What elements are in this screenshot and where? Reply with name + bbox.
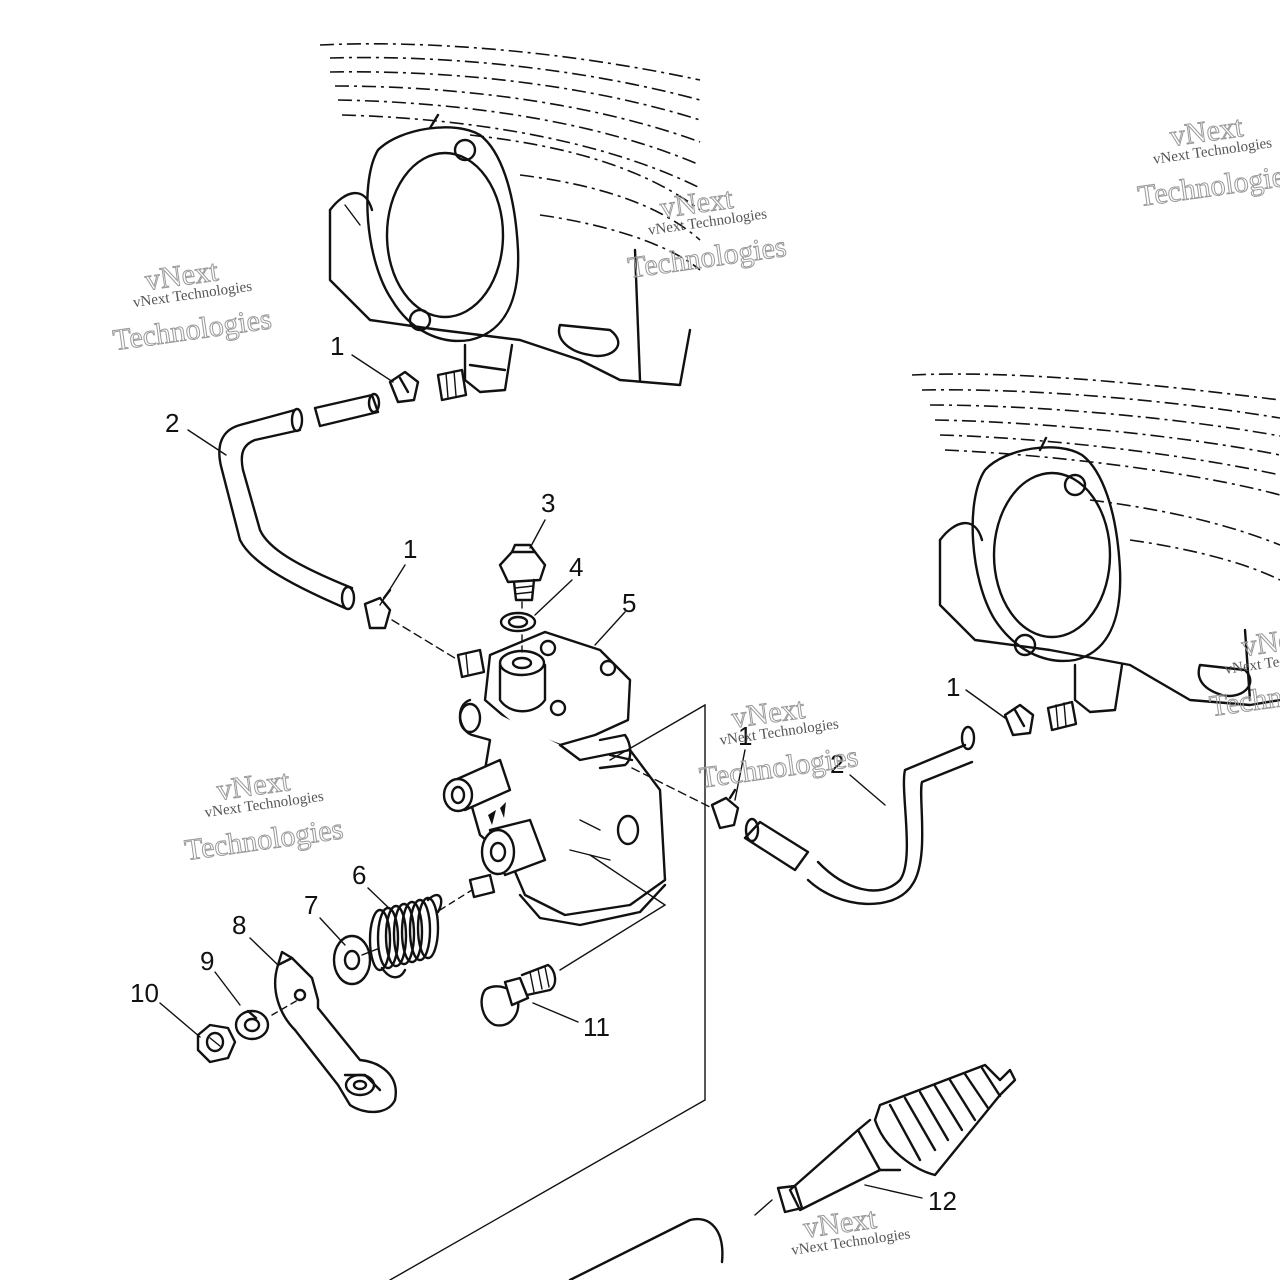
callout-11: 11 <box>583 1012 610 1042</box>
drive-shaft-12 <box>754 1063 1017 1216</box>
svg-text:vNext: vNext <box>286 1274 364 1280</box>
callout-2-left: 2 <box>165 408 179 438</box>
lower-tube <box>389 1099 724 1280</box>
callout-1-right-pump: 1 <box>738 721 752 751</box>
upper-left-hose-assembly <box>218 368 486 679</box>
watermark-middle-right: vNext vNext Technologies Technologies <box>1207 620 1280 724</box>
washer-4 <box>499 611 537 633</box>
callout-10: 10 <box>130 978 159 1008</box>
watermark-bottom-left: vNext vNext Technologies <box>286 1274 365 1280</box>
callout-2-right: 2 <box>830 749 844 779</box>
callout-7: 7 <box>304 890 318 920</box>
watermark-top-right: vNext vNext Technologies Technologies <box>1135 110 1280 214</box>
lock-washer-9 <box>234 1009 270 1041</box>
callout-12: 12 <box>928 1186 957 1216</box>
callout-6: 6 <box>352 860 366 890</box>
callout-4: 4 <box>569 552 583 582</box>
watermark-top-left: vNext vNext Technologies Technologies <box>110 254 274 358</box>
watermark-top-center: vNext vNext Technologies Technologies <box>625 181 789 285</box>
spring-6 <box>368 889 473 979</box>
lever-arm-8 <box>271 950 397 1114</box>
right-hose-assembly <box>710 700 1078 906</box>
oil-pump-body <box>442 630 713 1101</box>
screw-11 <box>480 963 557 1027</box>
upper-cylinder <box>319 42 701 394</box>
watermark-group: vNext vNext Technologies Technologies vN… <box>110 110 1280 1280</box>
callout-3: 3 <box>541 488 555 518</box>
callout-5: 5 <box>622 588 636 618</box>
callout-1-right: 1 <box>946 672 960 702</box>
callout-1-top: 1 <box>330 331 344 361</box>
svg-text:Technologies: Technologies <box>1208 668 1280 723</box>
callout-labels: 1 2 1 3 4 5 1 1 2 6 7 8 9 10 11 12 <box>130 331 960 1216</box>
callout-1-middle: 1 <box>403 534 417 564</box>
washer-7 <box>332 934 381 986</box>
leader-lines <box>159 354 1006 1199</box>
watermark-middle-left: vNext vNext Technologies Technologies <box>182 764 346 868</box>
bolt-3 <box>498 543 547 656</box>
nut-10 <box>196 1023 237 1064</box>
callout-9: 9 <box>200 946 214 976</box>
callout-8: 8 <box>232 910 246 940</box>
lower-right-cylinder <box>911 373 1280 714</box>
